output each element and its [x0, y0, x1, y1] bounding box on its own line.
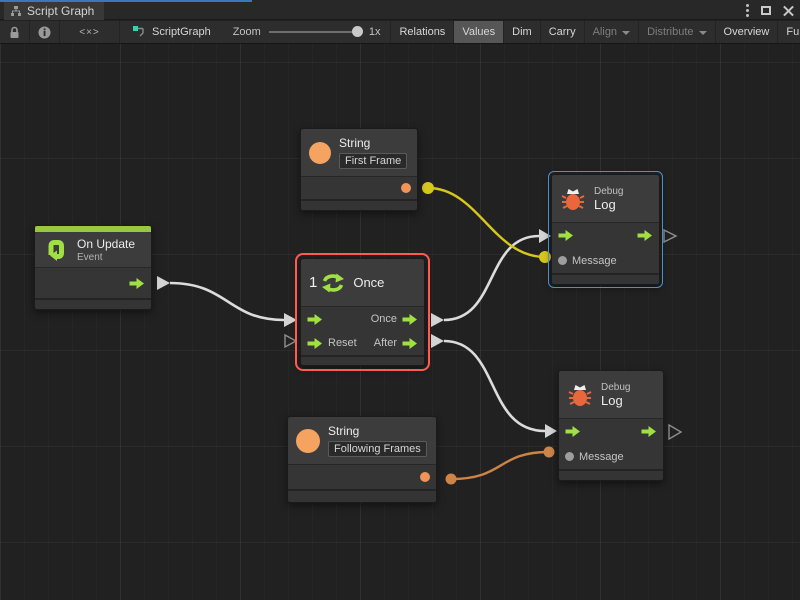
flow-out-arrow-icon[interactable] [641, 425, 657, 438]
lock-icon [10, 26, 19, 38]
node-footer [559, 469, 663, 480]
node-footer [35, 298, 151, 309]
graph-breadcrumb[interactable]: ScriptGraph [120, 21, 223, 43]
message-input-port[interactable] [558, 256, 567, 265]
node-subtitle: Event [77, 251, 103, 263]
wire-after-to-debug-bottom[interactable] [443, 339, 546, 433]
bug-icon [568, 384, 592, 406]
port-label-reset: Reset [328, 337, 357, 349]
string-value-field[interactable]: Following Frames [328, 441, 427, 457]
wire-onupdate-to-once[interactable] [169, 281, 285, 322]
flow-in-arrow-icon[interactable] [565, 425, 581, 438]
wire-string-first-to-message[interactable] [427, 186, 546, 259]
string-output-port[interactable] [420, 472, 430, 482]
tab-script-graph[interactable]: Script Graph [4, 2, 105, 20]
message-input-port[interactable] [565, 452, 574, 461]
string-literal-icon [296, 428, 320, 453]
node-title: On Update [77, 236, 136, 251]
window-menu-icon[interactable] [746, 8, 749, 12]
relations-button[interactable]: Relations [390, 21, 453, 43]
node-on-update[interactable]: On Update Event [34, 225, 152, 310]
edit-graph-button[interactable]: <×> [60, 21, 120, 43]
wire-endpoint[interactable] [543, 446, 555, 458]
tab-title: Script Graph [27, 4, 95, 18]
wire-endpoint[interactable] [445, 473, 457, 485]
string-output-port[interactable] [401, 183, 411, 193]
wire-once-to-debug-top[interactable] [443, 234, 540, 322]
node-debug-log-bottom[interactable]: Debug Log Message [558, 370, 664, 481]
flow-out-arrow-icon[interactable] [637, 229, 653, 242]
event-color-cap [35, 226, 151, 232]
overview-button[interactable]: Overview [714, 21, 778, 43]
graph-toolbar: <×> ScriptGraph Zoom 1x Relations Values… [0, 21, 800, 44]
node-subtitle: Log [601, 392, 623, 408]
port-out-debug-top[interactable] [663, 228, 678, 244]
inspect-button[interactable] [30, 21, 60, 43]
port-out-once[interactable] [431, 313, 444, 327]
flow-out-arrow-icon[interactable] [402, 313, 418, 326]
loop-icon [48, 239, 64, 261]
port-in-debug-top[interactable] [539, 229, 551, 243]
wire-endpoint[interactable] [422, 182, 434, 194]
lock-button[interactable] [0, 21, 30, 43]
cycle-arrows-icon [322, 273, 345, 292]
zoom-slider[interactable] [268, 26, 363, 37]
graph-tab-icon [11, 6, 21, 16]
info-icon [38, 26, 51, 38]
port-out-once-after[interactable] [431, 334, 444, 348]
string-literal-icon [309, 141, 331, 164]
flow-out-arrow-icon[interactable] [129, 277, 145, 290]
focus-indicator [0, 0, 252, 2]
node-footer [288, 489, 436, 502]
port-out-debug-bottom[interactable] [668, 423, 683, 441]
zoom-value: 1x [368, 26, 381, 38]
script-graph-icon [133, 26, 144, 37]
once-count: 1 [309, 274, 318, 291]
code-icon: <×> [79, 26, 100, 38]
port-label-message: Message [579, 450, 624, 463]
node-title: Debug [594, 185, 624, 197]
flow-out-arrow-icon[interactable] [402, 337, 418, 350]
align-dropdown[interactable]: Align [583, 21, 638, 43]
node-footer [301, 355, 424, 365]
port-label-message: Message [572, 254, 617, 267]
flow-in-arrow-icon[interactable] [307, 313, 323, 326]
values-button[interactable]: Values [453, 21, 504, 43]
port-in-once-reset[interactable] [284, 333, 298, 349]
port-label-once: Once [370, 313, 397, 325]
flow-in-arrow-icon[interactable] [558, 229, 574, 242]
full-screen-button[interactable]: Full Screen [777, 21, 800, 43]
node-title: String [328, 424, 360, 438]
port-in-once[interactable] [284, 313, 297, 327]
node-title: Once [353, 275, 385, 290]
bug-icon [561, 188, 585, 210]
port-label-after: After [373, 337, 397, 349]
maximize-icon[interactable] [761, 5, 771, 15]
string-value-field[interactable]: First Frame [339, 153, 408, 169]
port-in-debug-bottom[interactable] [545, 424, 557, 438]
chevron-down-icon [698, 30, 707, 35]
node-title: Debug [601, 381, 631, 393]
wire-endpoint[interactable] [539, 251, 551, 263]
port-out-onupdate[interactable] [157, 276, 170, 290]
node-title: String [339, 136, 371, 150]
title-bar: Script Graph [0, 0, 800, 20]
zoom-label: Zoom [232, 26, 261, 38]
node-string-following[interactable]: String Following Frames [287, 416, 437, 503]
node-debug-log-top[interactable]: Debug Log Message [548, 171, 663, 288]
dim-button[interactable]: Dim [503, 21, 540, 43]
distribute-dropdown[interactable]: Distribute [638, 21, 714, 43]
node-footer [552, 273, 659, 284]
zoom-slider-handle[interactable] [351, 26, 363, 37]
chevron-down-icon [622, 30, 631, 35]
node-footer [301, 199, 417, 210]
carry-button[interactable]: Carry [539, 21, 584, 43]
graph-name: ScriptGraph [152, 26, 211, 38]
node-once[interactable]: 1 Once Once Reset After [295, 253, 430, 371]
wire-string-following-to-message[interactable] [450, 450, 550, 481]
flow-in-arrow-icon[interactable] [307, 337, 323, 350]
node-subtitle: Log [594, 196, 616, 212]
node-string-first[interactable]: String First Frame [300, 128, 418, 211]
